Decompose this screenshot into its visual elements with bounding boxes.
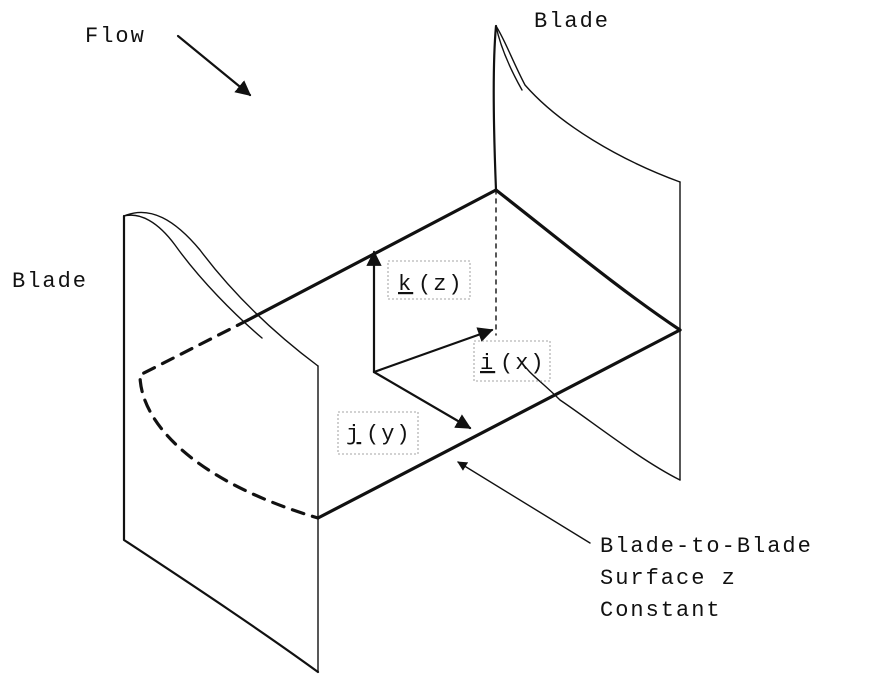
j-axis-letter: j (346, 422, 361, 447)
left-blade-top-profile-inner (123, 214, 263, 339)
i-label-box (473, 340, 551, 382)
flow-arrow (176, 34, 252, 97)
j-axis-arrow (372, 370, 472, 430)
surface-front-edge (316, 328, 682, 520)
k-axis-letter: k (398, 272, 413, 297)
i-axis-arrow (372, 327, 494, 374)
surface-right-edge (494, 188, 682, 332)
right-blade-top-profile (495, 25, 681, 183)
left-blade-outline-front (122, 214, 320, 674)
surface-label-line3: Constant (600, 598, 722, 623)
k-axis-var: (z) (418, 272, 464, 297)
surface-label-line2: Surface z (600, 566, 737, 591)
right-blade-leading-edge (492, 24, 498, 192)
blade-right-label: Blade (534, 9, 610, 34)
i-axis-letter: i (480, 351, 495, 376)
flow-label: Flow (85, 24, 146, 49)
right-blade (492, 24, 681, 481)
left-blade (122, 211, 320, 674)
left-blade-top-profile (123, 211, 319, 367)
blade-left-label: Blade (12, 269, 88, 294)
coordinate-axes (366, 250, 494, 430)
j-axis-var: (y) (366, 422, 412, 447)
surface-hidden-edge (138, 318, 320, 520)
surface-top-edge (246, 188, 498, 322)
blade-to-blade-surface (138, 188, 682, 520)
i-axis-var: (x) (500, 351, 546, 376)
k-label-box (387, 260, 471, 300)
right-blade-top-profile-inner (495, 25, 523, 91)
surface-pointer-arrow (457, 461, 591, 544)
j-label-box (337, 411, 419, 455)
right-blade-bottom-curve (519, 359, 681, 481)
surface-label-line1: Blade-to-Blade (600, 534, 813, 559)
